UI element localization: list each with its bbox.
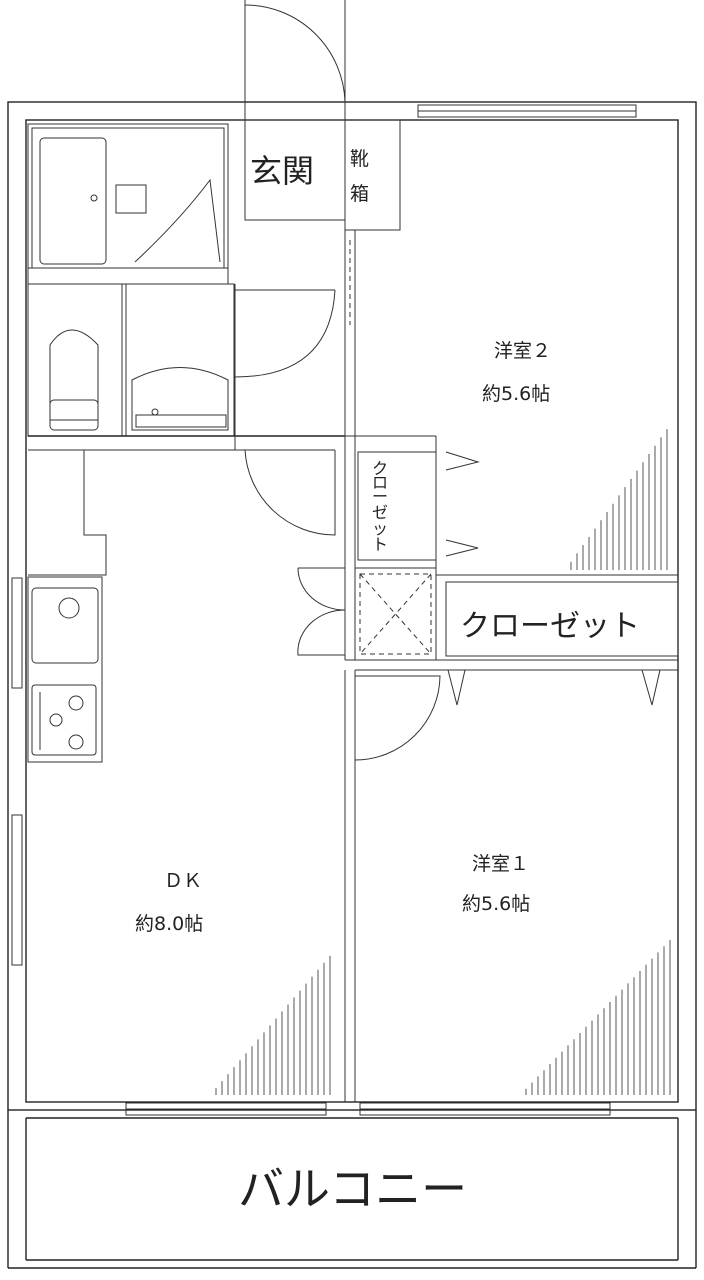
shoe-box-label-2: 箱 [350, 183, 369, 205]
shoe-box-label-1: 靴 [350, 148, 369, 170]
western2-size: 約5.6帖 [482, 383, 550, 405]
closet-char: ー [372, 487, 388, 506]
western2-name: 洋室２ [494, 340, 551, 362]
outer-walls [7, 101, 697, 1269]
closet-char: ロ [372, 473, 388, 492]
dk-size: 約8.0帖 [135, 913, 203, 935]
closet-char: ッ [372, 519, 388, 538]
closet-char: ク [372, 459, 388, 478]
balcony-label: バルコニー [238, 1162, 467, 1216]
kitchen [27, 450, 107, 763]
western1-name: 洋室１ [472, 853, 529, 875]
bathroom [27, 123, 229, 285]
toilet [27, 283, 123, 437]
closet-char: ト [372, 535, 388, 554]
closet-small-label: ク ロ ー ゼ ッ ト [372, 459, 388, 554]
entrance-door [244, 0, 346, 120]
floor-hatching [215, 429, 671, 1095]
entrance-label: 玄関 [250, 152, 314, 190]
dk-name: ＤＫ [164, 870, 202, 892]
windows [11, 104, 637, 1116]
closet-large-label: クローゼット [460, 609, 640, 644]
washbasin [125, 283, 336, 437]
closet-char: ゼ [372, 503, 388, 522]
western1-size: 約5.6帖 [462, 893, 530, 915]
